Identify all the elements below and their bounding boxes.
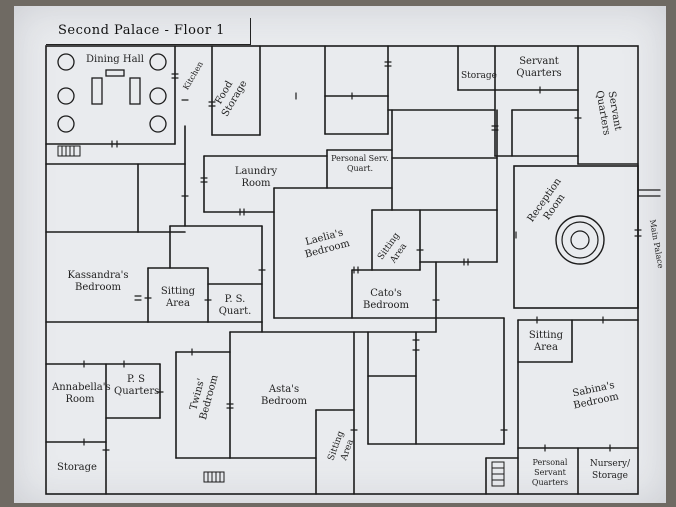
room-dining-hall: Dining Hall xyxy=(86,54,144,65)
room-ps-quart: P. S. Quart. xyxy=(218,294,252,317)
room-sitting-area-kassandra: Sitting Area xyxy=(160,286,196,309)
room-storage-bottom: Storage xyxy=(57,462,97,473)
stairs-icon-bottom xyxy=(203,471,225,483)
page-title: Second Palace - Floor 1 xyxy=(58,23,225,38)
room-storage-top: Storage xyxy=(461,71,497,81)
stairs-icon xyxy=(57,145,81,157)
door-marks xyxy=(83,61,642,452)
room-kassandras-bedroom: Kassandra's Bedroom xyxy=(67,270,129,293)
room-ps-quarters: P. S Quarters xyxy=(114,374,160,397)
room-nursery-storage: Nursery/ Storage xyxy=(589,459,631,481)
paper-sheet xyxy=(14,6,666,503)
room-personal-servant-quarters: Personal Servant Quarters xyxy=(531,458,569,487)
room-astas-bedroom: Asta's Bedroom xyxy=(261,384,307,407)
room-catos-bedroom: Cato's Bedroom xyxy=(363,288,409,311)
room-servant-quarters-top: Servant Quarters xyxy=(516,56,562,79)
room-personal-serv-quart: Personal Serv. Quart. xyxy=(331,154,389,173)
dining-furniture xyxy=(57,53,167,133)
room-laundry: Laundry Room xyxy=(234,166,278,189)
room-annabellas-room: Annabella's Room xyxy=(52,382,111,405)
title-box xyxy=(46,18,251,45)
walls xyxy=(45,45,639,495)
reception-fountain xyxy=(555,215,605,265)
room-sitting-area-sabina: Sitting Area xyxy=(528,330,564,353)
main-palace-exit xyxy=(637,189,661,197)
stairs-icon-right xyxy=(491,461,505,487)
